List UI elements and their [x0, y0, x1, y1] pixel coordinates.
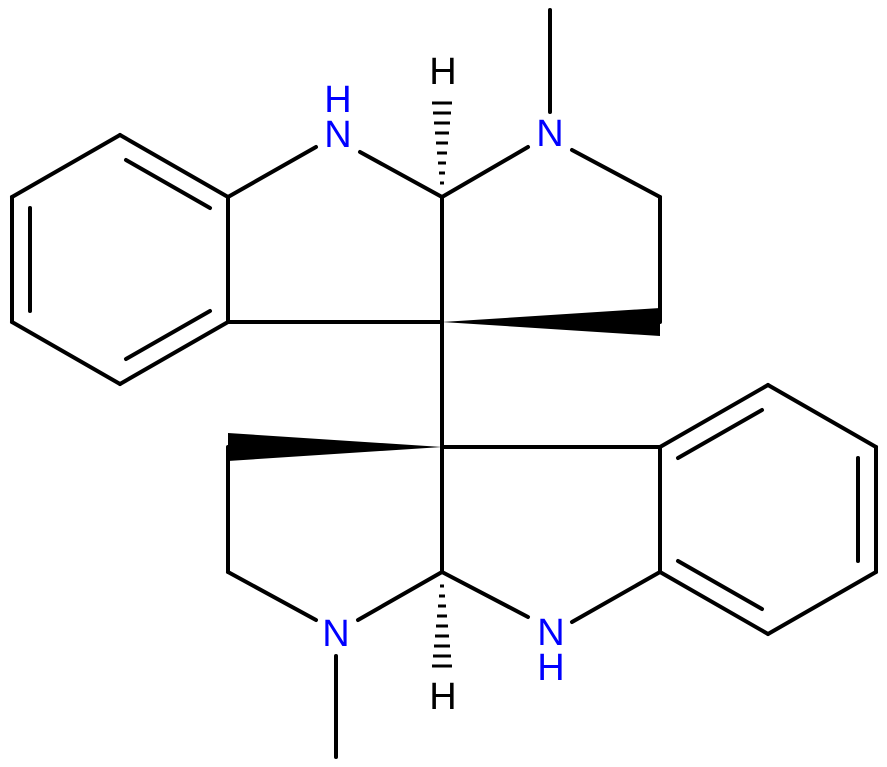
top-pyrrolidine-ring	[440, 145, 662, 324]
atom-n-bottom-left: N	[322, 613, 349, 655]
bottom-hash-bond	[432, 584, 452, 668]
top-indoline-ring	[226, 145, 444, 324]
atom-h-bottom-stereo: H	[429, 676, 456, 718]
atom-n-top-right: N	[536, 113, 563, 155]
top-wedge-bond	[442, 308, 660, 336]
atom-h-top-left: H	[324, 79, 351, 121]
bottom-wedge-bond	[228, 433, 442, 461]
atom-h-top-stereo: H	[429, 51, 456, 93]
top-hash-bond	[432, 101, 452, 185]
bottom-indoline-ring	[440, 445, 662, 624]
bottom-pyrrolidine-ring	[226, 445, 444, 622]
bottom-benzene-ring	[658, 383, 878, 636]
atom-n-top-left: N	[324, 114, 351, 156]
atom-n-bottom-right: N	[537, 612, 564, 654]
atom-h-bottom-right: H	[537, 647, 564, 689]
top-benzene-ring	[10, 133, 230, 386]
